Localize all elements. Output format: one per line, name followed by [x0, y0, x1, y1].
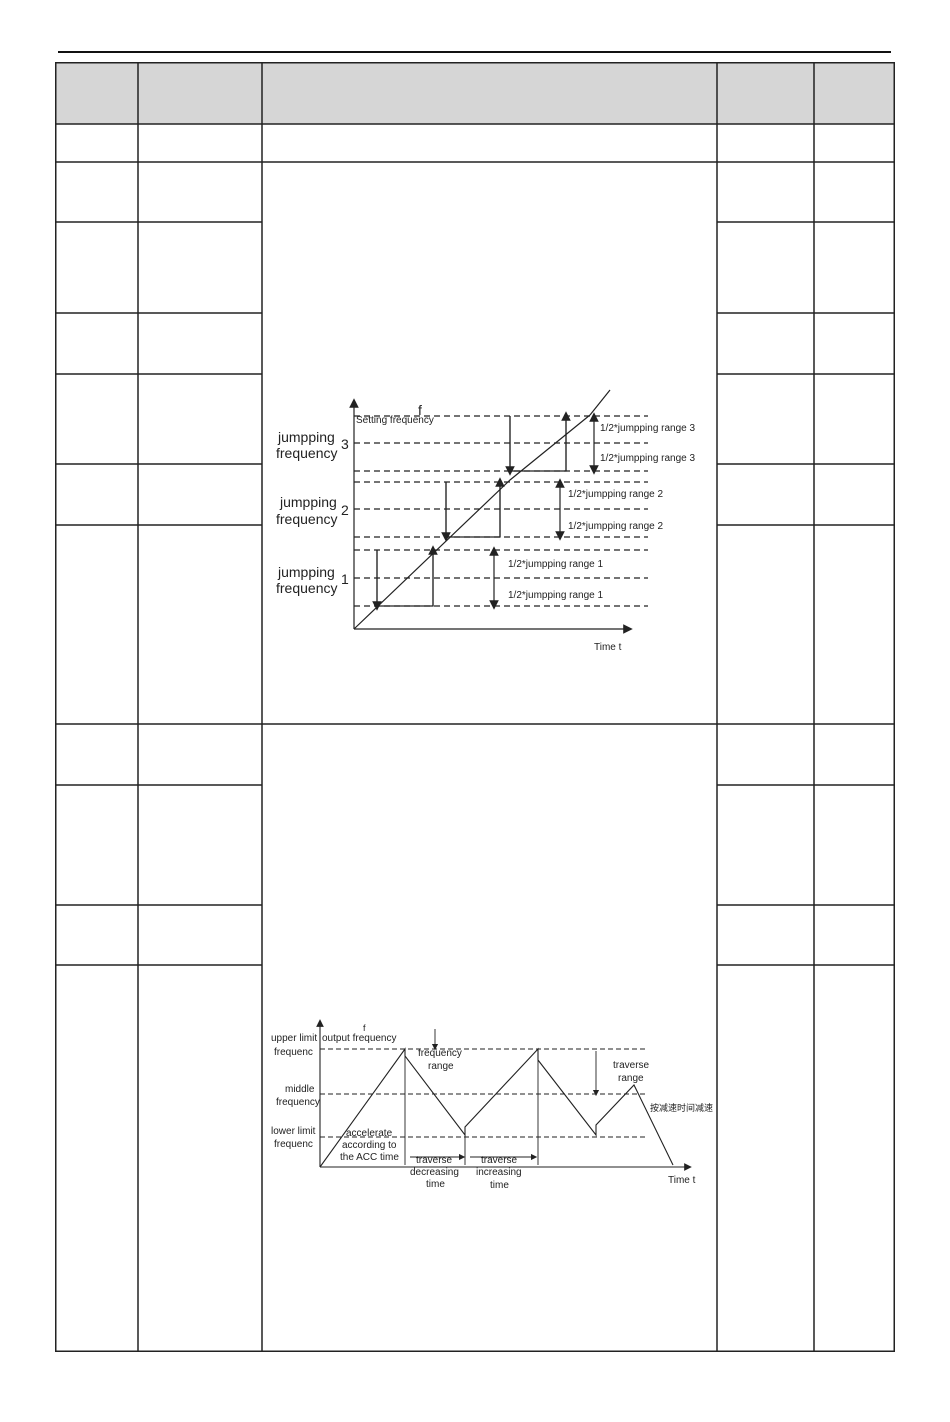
- svg-text:frequency: frequency: [418, 1048, 462, 1059]
- parameter-table: [55, 62, 895, 1352]
- svg-text:range: range: [618, 1073, 644, 1084]
- svg-text:frequenc: frequenc: [274, 1139, 313, 1150]
- svg-text:according to: according to: [342, 1140, 397, 1151]
- table-border: [55, 62, 895, 1352]
- table-header-row: [55, 62, 895, 124]
- svg-text:按减速时间减速: 按减速时间减速: [650, 1102, 713, 1113]
- dashed-levels: [354, 415, 648, 607]
- y-axis-label: Setting frequency: [356, 415, 434, 426]
- svg-text:traverse: traverse: [613, 1060, 650, 1071]
- svg-text:decreasing: decreasing: [410, 1167, 459, 1178]
- left-row-dividers: [55, 221, 262, 966]
- svg-text:traverse: traverse: [481, 1155, 518, 1166]
- svg-text:1/2*jumpping range 2: 1/2*jumpping range 2: [568, 521, 664, 532]
- jump-frequency-diagram: Setting frequency f Time t jumpping freq…: [276, 389, 696, 653]
- svg-text:Time t: Time t: [668, 1175, 696, 1186]
- svg-text:frequenc: frequenc: [274, 1047, 313, 1058]
- svg-text:lower limit: lower limit: [271, 1126, 316, 1137]
- header-rule: [58, 51, 891, 53]
- svg-text:frequency: frequency: [276, 445, 337, 461]
- svg-text:middle: middle: [285, 1084, 315, 1095]
- svg-text:1/2*jumpping range 3: 1/2*jumpping range 3: [600, 423, 696, 434]
- svg-text:the ACC time: the ACC time: [340, 1152, 399, 1163]
- x-axis-label: Time t: [594, 642, 622, 653]
- y-axis-symbol: f: [418, 402, 422, 418]
- setting-frequency-line: [353, 414, 591, 630]
- level-1: 1: [341, 571, 349, 587]
- svg-text:upper limit: upper limit: [271, 1033, 317, 1044]
- svg-text:f: f: [363, 1023, 366, 1033]
- svg-text:1/2*jumpping range 1: 1/2*jumpping range 1: [508, 590, 604, 601]
- svg-text:time: time: [490, 1180, 509, 1191]
- level-2: 2: [341, 502, 349, 518]
- svg-text:output frequency: output frequency: [322, 1033, 397, 1044]
- svg-text:time: time: [426, 1179, 445, 1190]
- svg-text:frequency: frequency: [276, 511, 337, 527]
- svg-text:1/2*jumpping range 2: 1/2*jumpping range 2: [568, 489, 664, 500]
- level-3: 3: [341, 436, 349, 452]
- right-row-dividers: [717, 221, 895, 966]
- svg-text:accelerate: accelerate: [346, 1128, 393, 1139]
- svg-text:jumpping: jumpping: [277, 564, 335, 580]
- svg-text:1/2*jumpping range 3: 1/2*jumpping range 3: [600, 453, 696, 464]
- svg-text:1/2*jumpping range 1: 1/2*jumpping range 1: [508, 559, 604, 570]
- svg-text:frequency: frequency: [276, 580, 337, 596]
- svg-text:frequency: frequency: [276, 1097, 320, 1108]
- svg-text:range: range: [428, 1061, 454, 1072]
- svg-text:traverse: traverse: [416, 1155, 453, 1166]
- traverse-frequency-diagram: f output frequency upper limit frequenc …: [271, 1019, 713, 1191]
- svg-text:jumpping: jumpping: [277, 429, 335, 445]
- svg-text:jumpping: jumpping: [279, 494, 337, 510]
- svg-text:increasing: increasing: [476, 1167, 522, 1178]
